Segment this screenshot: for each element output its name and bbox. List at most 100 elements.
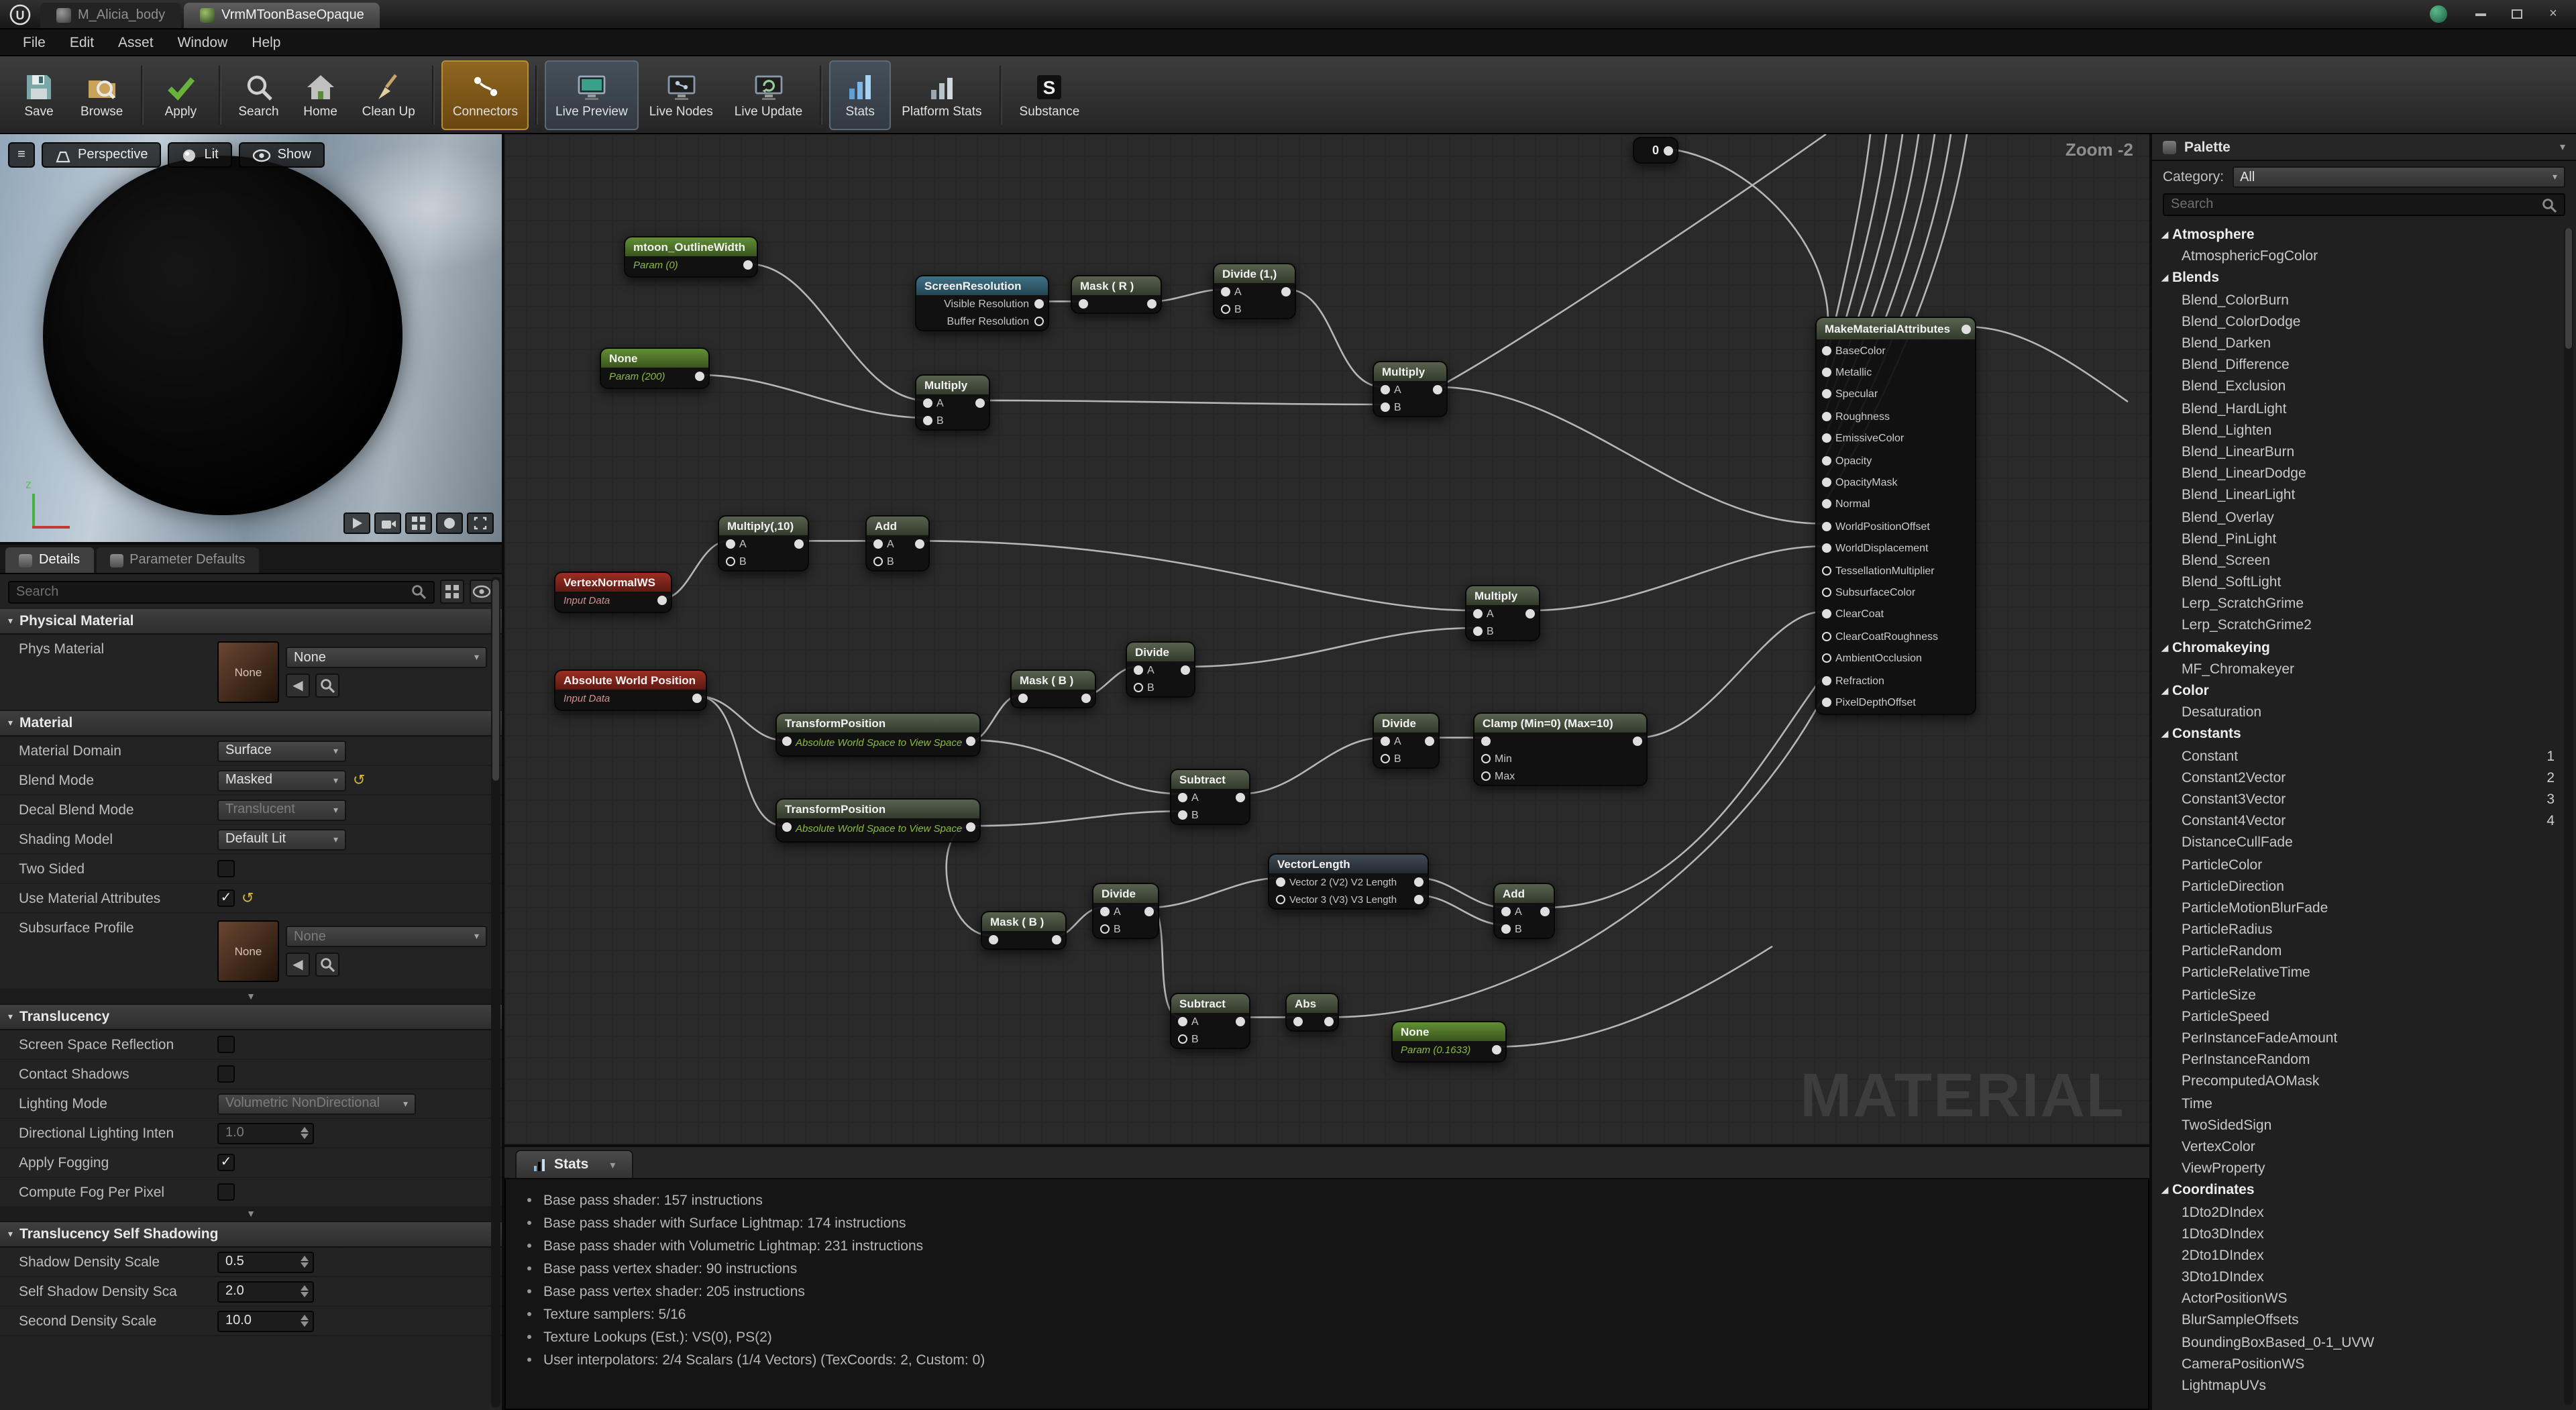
input-pin[interactable]: [1822, 499, 1831, 509]
output-pin[interactable]: [1081, 694, 1091, 703]
menu-item[interactable]: Asset: [118, 34, 154, 50]
input-pin-a[interactable]: [1178, 1017, 1187, 1026]
palette-item[interactable]: ◢ ParticleSpeed: [2182, 1008, 2269, 1025]
input-pin[interactable]: [1822, 433, 1831, 443]
input-pin[interactable]: [1481, 737, 1491, 746]
output-pin[interactable]: [695, 372, 704, 381]
palette-item[interactable]: ◢ BlurSampleOffsets: [2182, 1312, 2299, 1329]
menu-item[interactable]: File: [23, 34, 46, 50]
input-pin-b[interactable]: [1178, 810, 1187, 820]
input-pin-a[interactable]: [726, 539, 735, 549]
palette-search-input[interactable]: Search: [2163, 193, 2565, 216]
second-density-scale-input[interactable]: 10.0: [217, 1310, 314, 1332]
tab-details[interactable]: Details: [5, 547, 94, 573]
expander-triangle-icon[interactable]: ◢: [2161, 231, 2169, 241]
input-pin[interactable]: [1822, 587, 1831, 597]
palette-item[interactable]: ◢ Constants: [2152, 724, 2576, 745]
palette-item[interactable]: ◢ ActorPositionWS: [2182, 1291, 2288, 1307]
sphere-preview-button[interactable]: [436, 512, 463, 534]
two-sided-checkbox[interactable]: [217, 860, 235, 877]
node-abs[interactable]: Abs: [1285, 993, 1339, 1032]
palette-item[interactable]: ◢ Time: [2182, 1095, 2212, 1112]
input-pin-a[interactable]: [1501, 907, 1511, 916]
output-pin[interactable]: [975, 398, 985, 408]
input-pin[interactable]: [1822, 521, 1831, 531]
node-make-material-attributes[interactable]: MakeMaterialAttributes BaseColor Metalli…: [1815, 317, 1976, 715]
spinner-arrows[interactable]: [301, 1285, 309, 1297]
input-pin-b[interactable]: [1381, 754, 1390, 763]
input-pin[interactable]: [1822, 565, 1831, 576]
close-button[interactable]: ×: [2549, 7, 2557, 21]
palette-item[interactable]: ◢ Blend_Difference: [2182, 357, 2290, 374]
input-pin[interactable]: [1822, 368, 1831, 378]
input-pin[interactable]: [1822, 653, 1831, 663]
material-graph-canvas[interactable]: Zoom -2 MATERIAL 0 mtoon_OutlineWidth Pa…: [504, 134, 2149, 1147]
input-pin[interactable]: [1822, 675, 1831, 686]
node-vector-length[interactable]: VectorLength Vector 2 (V2) V2 Length Vec…: [1268, 853, 1429, 910]
node-multiply[interactable]: Multiply A B: [915, 374, 990, 431]
substance-button[interactable]: S Substance: [1009, 60, 1091, 129]
node-multiply-10[interactable]: Multiply(,10) A B: [718, 515, 809, 572]
node-subtract[interactable]: Subtract A B: [1170, 769, 1250, 825]
palette-item[interactable]: ◢ ParticleRelativeTime: [2182, 965, 2310, 981]
palette-item[interactable]: ◢ Coordinates: [2152, 1180, 2576, 1201]
palette-item[interactable]: ◢ PrecomputedAOMask: [2182, 1073, 2320, 1090]
output-pin[interactable]: [743, 260, 753, 270]
palette-item[interactable]: ◢ Desaturation: [2182, 704, 2262, 721]
palette-item[interactable]: ◢ ParticleColor: [2182, 857, 2263, 873]
asset-tab-m-alicia-body[interactable]: M_Alicia_body: [40, 3, 182, 28]
palette-item[interactable]: ◢ Blend_Overlay: [2182, 509, 2274, 526]
palette-item[interactable]: ◢ Color: [2152, 680, 2576, 702]
realtime-toggle-button[interactable]: [343, 512, 370, 534]
input-pin-a[interactable]: [1134, 665, 1143, 675]
input-pin-a[interactable]: [1178, 793, 1187, 802]
restore-button[interactable]: [2501, 4, 2533, 24]
node-clamp[interactable]: Clamp (Min=0) (Max=10) Min Max: [1473, 712, 1648, 786]
palette-item[interactable]: ◢ Constant2Vector 2: [2182, 769, 2555, 786]
subsurface-profile-thumbnail[interactable]: None: [217, 920, 279, 982]
palette-item[interactable]: ◢ TwoSidedSign: [2182, 1117, 2272, 1134]
input-pin-a[interactable]: [1381, 737, 1390, 746]
palette-item[interactable]: ◢ Blends: [2152, 268, 2576, 289]
palette-scrollbar[interactable]: [2564, 228, 2573, 1405]
preview-viewport[interactable]: ≡ Perspective Lit Show z: [0, 134, 502, 545]
node-constant-0[interactable]: 0: [1633, 137, 1678, 164]
input-pin-a[interactable]: [1381, 385, 1390, 394]
reset-to-default-icon[interactable]: ↺: [353, 773, 366, 789]
output-pin[interactable]: [1492, 1045, 1501, 1054]
expander-triangle-icon[interactable]: ◢: [2161, 730, 2169, 740]
directional-lighting-intensity-input[interactable]: 1.0: [217, 1122, 314, 1144]
grid-toggle-button[interactable]: [405, 512, 432, 534]
input-pin-a[interactable]: [923, 398, 932, 408]
node-divide[interactable]: Divide A B: [1092, 883, 1159, 939]
palette-item[interactable]: ◢ Blend_SoftLight: [2182, 574, 2282, 591]
details-scrollbar[interactable]: [491, 577, 500, 1407]
show-button[interactable]: Show: [238, 142, 325, 168]
use-selected-asset-button[interactable]: ◀: [286, 953, 310, 977]
output-pin[interactable]: [1281, 287, 1291, 296]
shading-model-select[interactable]: Default Lit▾: [217, 828, 346, 850]
material-domain-select[interactable]: Surface▾: [217, 740, 346, 761]
output-pin[interactable]: [1540, 907, 1550, 916]
input-pin[interactable]: [1822, 631, 1831, 641]
input-pin[interactable]: [1822, 609, 1831, 619]
scrollbar-thumb[interactable]: [2565, 228, 2572, 349]
node-absolute-world-position[interactable]: Absolute World Position Input Data: [554, 669, 707, 711]
apply-button[interactable]: Apply: [150, 60, 211, 129]
node-add[interactable]: Add A B: [1493, 883, 1555, 939]
blend-mode-select[interactable]: Masked▾: [217, 769, 346, 791]
expander-triangle-icon[interactable]: ◢: [2161, 1186, 2169, 1196]
palette-item[interactable]: ◢ Chromakeying: [2152, 637, 2576, 658]
output-pin[interactable]: [966, 822, 975, 832]
connectors-button[interactable]: Connectors: [441, 60, 529, 129]
palette-item[interactable]: ◢ Lerp_ScratchGrime2: [2182, 617, 2312, 634]
palette-item[interactable]: ◢ Lerp_ScratchGrime: [2182, 596, 2304, 612]
output-pin[interactable]: [966, 737, 975, 746]
palette-item[interactable]: ◢ Blend_Lighten: [2182, 422, 2272, 439]
browse-to-asset-button[interactable]: [315, 673, 339, 698]
viewport-options-button[interactable]: ≡: [8, 142, 35, 168]
contact-shadows-checkbox[interactable]: [217, 1065, 235, 1083]
property-matrix-icon[interactable]: [440, 580, 464, 604]
input-pin-b[interactable]: [1501, 924, 1511, 934]
node-divide-1[interactable]: Divide (1,) A B: [1213, 263, 1296, 319]
